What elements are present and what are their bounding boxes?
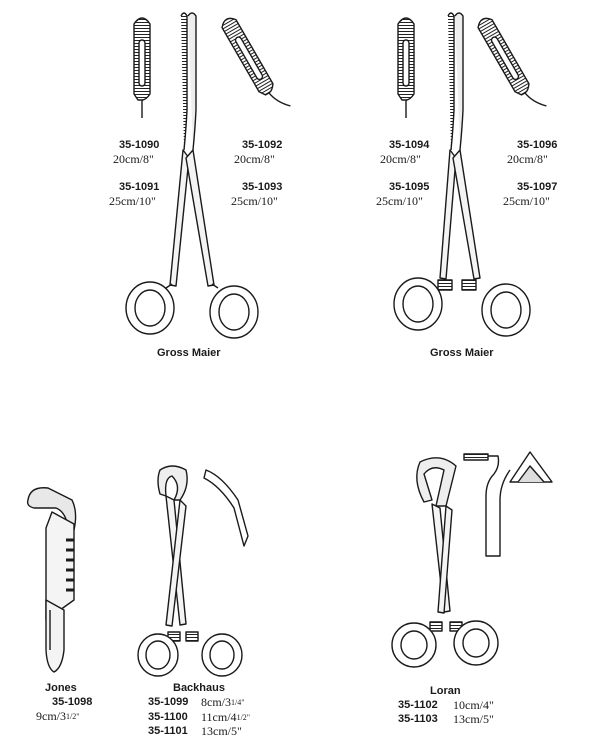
product-code: 35-1090 [119,139,160,151]
product-code: 35-1097 [517,181,558,193]
jaw-detail-curved-icon [477,17,547,107]
product-code: 35-1101 [148,725,188,737]
gross-maier-forceps-2 [393,12,547,337]
jones-clamp [26,487,77,673]
product-size: 13cm/5" [453,712,494,726]
tip-detail-icon [203,469,249,547]
product-name: Gross Maier [430,347,494,359]
product-size: 25cm/10" [503,194,550,208]
product-size: 8cm/31/4" [201,695,245,709]
product-code: 35-1103 [398,713,438,725]
product-size: 10cm/4" [453,698,494,712]
loran-towel-clamp [391,451,553,668]
product-code: 35-1095 [389,181,430,193]
product-name: Loran [430,685,461,697]
product-size: 25cm/10" [376,194,423,208]
product-name: Backhaus [173,682,225,694]
product-size: 11cm/41/2" [201,710,251,724]
product-name: Gross Maier [157,347,221,359]
product-code: 35-1093 [242,181,283,193]
jaw-detail-curved-icon [221,17,291,107]
product-code: 35-1094 [389,139,430,151]
product-size: 20cm/8" [234,152,275,166]
product-size: 13cm/5" [201,724,242,738]
product-size: 9cm/31/2" [36,709,80,723]
product-size: 25cm/10" [231,194,278,208]
product-code: 35-1092 [242,139,283,151]
product-code: 35-1091 [119,181,160,193]
product-code: 35-1102 [398,699,438,711]
product-size: 20cm/8" [507,152,548,166]
gross-maier-forceps-1 [125,12,291,339]
product-size: 20cm/8" [380,152,421,166]
product-code: 35-1099 [148,696,189,708]
product-code: 35-1096 [517,139,558,151]
product-code: 35-1098 [52,696,93,708]
product-code: 35-1100 [148,711,188,723]
jaw-detail-straight-icon [397,17,415,118]
jaw-detail-straight-icon [133,17,151,118]
product-name: Jones [45,682,77,694]
tooth-detail-icon [509,451,553,483]
product-size: 25cm/10" [109,194,156,208]
jaw-profile-detail-icon [463,453,511,557]
product-size: 20cm/8" [113,152,154,166]
backhaus-towel-clamp [137,465,249,677]
